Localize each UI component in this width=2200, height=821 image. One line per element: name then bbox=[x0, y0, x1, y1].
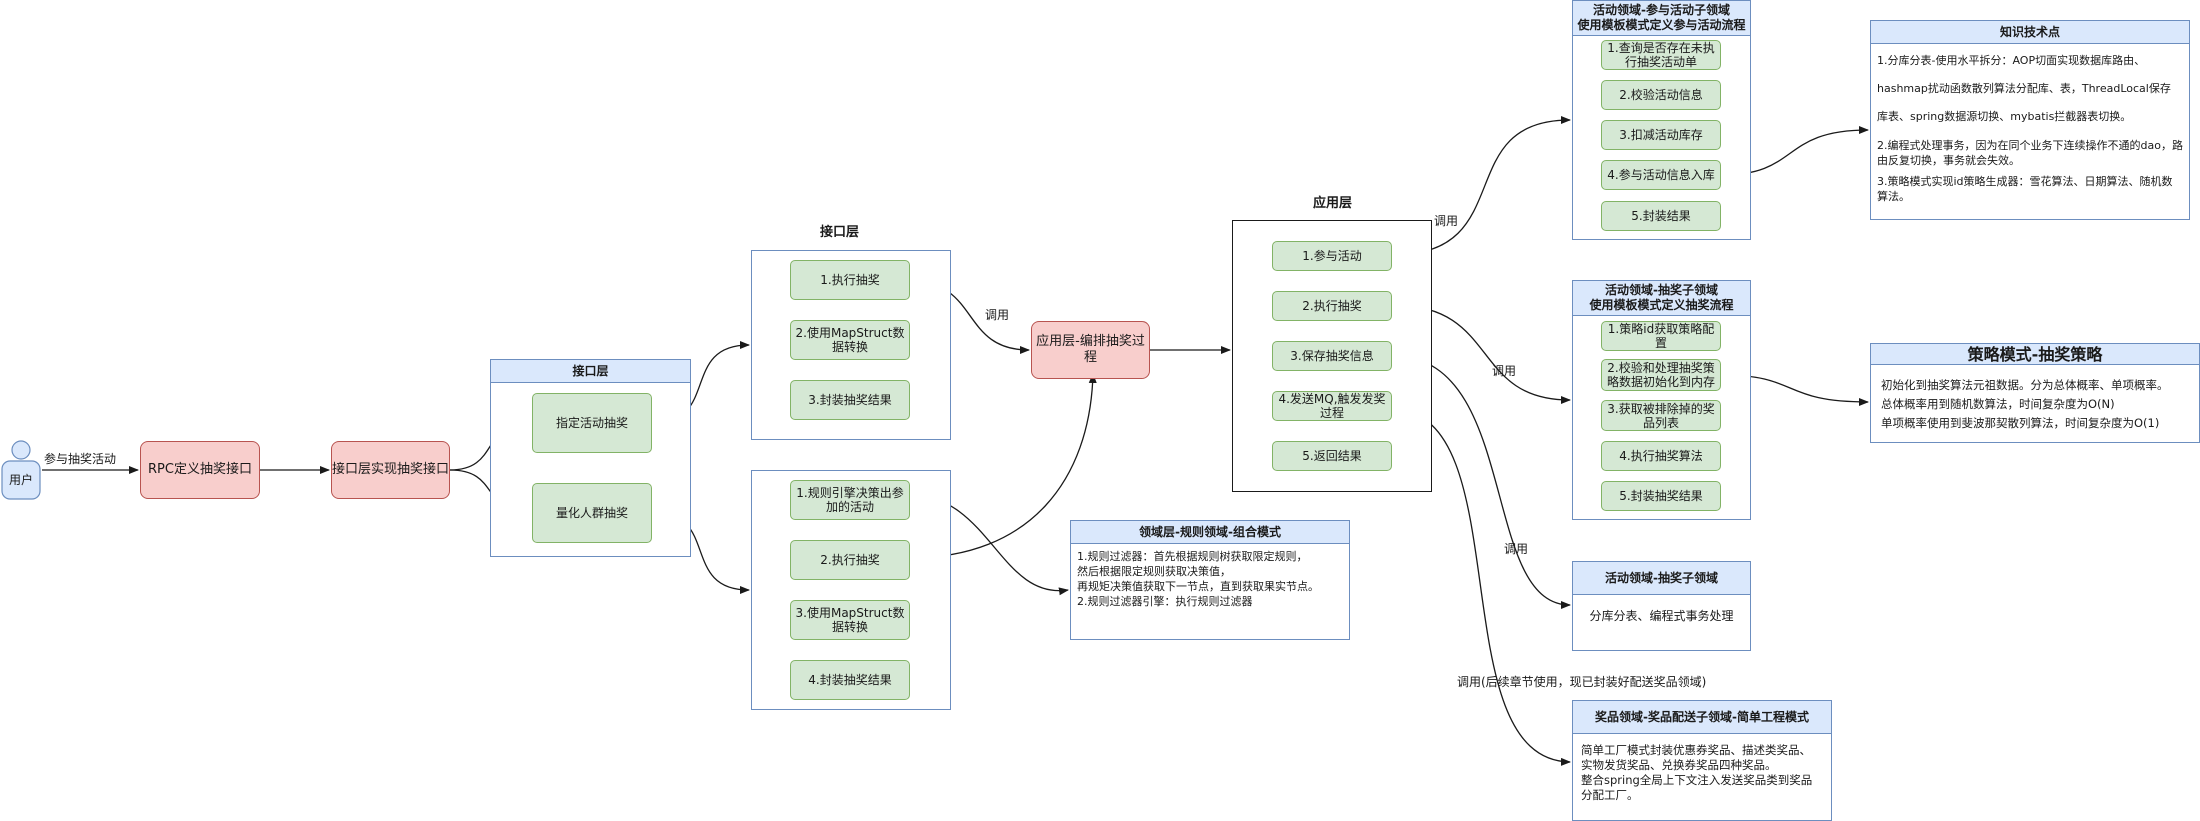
strategy-box: 策略模式-抽奖策略 初始化到抽奖算法元祖数据。分为总体概率、单项概率。 总体概率… bbox=[1870, 343, 2200, 443]
app-layer-heading: 应用层 bbox=[1313, 196, 1353, 211]
activity-draw-subdomain-title: 活动领域-抽奖子领域 bbox=[1573, 562, 1750, 595]
award-domain-line: 整合spring全局上下文注入发送奖品类到奖品 bbox=[1581, 773, 1813, 787]
knowledge-para-1b: hashmap扰动函数散列算法分配库、表，ThreadLocal保存 bbox=[1877, 82, 2171, 95]
interface-layer-top-heading: 接口层 bbox=[820, 225, 860, 240]
award-domain-title: 奖品领域-奖品配送子领域-简单工程模式 bbox=[1573, 701, 1831, 734]
activity-draw-title-line1: 活动领域-抽奖子领域 bbox=[1605, 283, 1718, 297]
knowledge-para-1c: 库表、spring数据源切换、mybatis拦截器表切换。 bbox=[1877, 110, 2132, 123]
knowledge-para-1c-wrap: 库表、spring数据源切换、mybatis拦截器表切换。 bbox=[1877, 109, 2183, 124]
participate-step-3[interactable]: 3.扣减活动库存 bbox=[1601, 120, 1721, 150]
rule-domain-line: 再规矩决策值获取下一节点，直到获取果实节点。 bbox=[1077, 580, 1319, 593]
strategy-line: 初始化到抽奖算法元祖数据。分为总体概率、单项概率。 bbox=[1881, 378, 2169, 392]
activity-participate-title: 活动领域-参与活动子领域 使用模板模式定义参与活动流程 bbox=[1573, 1, 1750, 36]
participate-step-4[interactable]: 4.参与活动信息入库 bbox=[1601, 160, 1721, 190]
award-domain-box: 奖品领域-奖品配送子领域-简单工程模式 简单工厂模式封装优惠券奖品、描述类奖品、… bbox=[1572, 700, 1832, 821]
rule-domain-title: 领域层-规则领域-组合模式 bbox=[1071, 521, 1349, 544]
activity-draw-title-line2: 使用模板模式定义抽奖流程 bbox=[1589, 298, 1734, 312]
user-actor: 用户 bbox=[0, 438, 42, 502]
knowledge-title: 知识技术点 bbox=[1871, 21, 2189, 44]
knowledge-para-3: 3.策略模式实现id策略生成器：雪花算法、日期算法、随机数算法。 bbox=[1877, 175, 2173, 203]
user-label: 用户 bbox=[8, 473, 33, 487]
participate-step-2[interactable]: 2.校验活动信息 bbox=[1601, 80, 1721, 110]
activity-draw-subdomain-text: 分库分表、编程式事务处理 bbox=[1589, 609, 1734, 623]
edge-label-call-top: 调用 bbox=[985, 308, 1010, 322]
strategy-text: 初始化到抽奖算法元祖数据。分为总体概率、单项概率。 总体概率用到随机数算法，时间… bbox=[1871, 368, 2199, 441]
interface-layer-left-title: 接口层 bbox=[491, 360, 690, 383]
bottom-rule-engine[interactable]: 1.规则引擎决策出参加的活动 bbox=[790, 480, 910, 520]
edge-mq-award bbox=[1392, 409, 1571, 766]
activity-draw-title: 活动领域-抽奖子领域 使用模板模式定义抽奖流程 bbox=[1573, 281, 1750, 316]
rule-domain-box: 领域层-规则领域-组合模式 1.规则过滤器：首先根据规则树获取限定规则， 然后根… bbox=[1070, 520, 1350, 640]
bottom-wrap-result[interactable]: 4.封装抽奖结果 bbox=[790, 660, 910, 700]
draw-step-3[interactable]: 3.获取被排除掉的奖品列表 bbox=[1601, 400, 1721, 431]
interface-layer-left: 接口层 bbox=[490, 359, 691, 557]
edge-participate-domain bbox=[1392, 116, 1571, 256]
edge-label-participate: 参与抽奖活动 bbox=[44, 452, 117, 466]
edge-label-call-draw: 调用 bbox=[1492, 364, 1517, 378]
app-exec-draw[interactable]: 2.执行抽奖 bbox=[1272, 291, 1392, 321]
app-participate[interactable]: 1.参与活动 bbox=[1272, 241, 1392, 271]
app-save-info[interactable]: 3.保存抽奖信息 bbox=[1272, 341, 1392, 371]
strategy-title: 策略模式-抽奖策略 bbox=[1871, 344, 2199, 365]
app-send-mq[interactable]: 4.发送MQ,触发发奖过程 bbox=[1272, 391, 1392, 421]
award-domain-line: 分配工厂。 bbox=[1581, 788, 1639, 802]
app-layer-orchestration-node[interactable]: 应用层-编排抽奖过程 bbox=[1031, 321, 1150, 379]
top-wrap-result[interactable]: 3.封装抽奖结果 bbox=[790, 380, 910, 420]
rule-domain-line: 然后根据限定规则获取决策值， bbox=[1077, 565, 1231, 578]
rule-domain-text: 1.规则过滤器：首先根据规则树获取限定规则， 然后根据限定规则获取决策值， 再规… bbox=[1071, 543, 1349, 615]
edge-bottom-exec-app bbox=[909, 373, 1097, 559]
knowledge-para-1a: 1.分库分表-使用水平拆分：AOP切面实现数据库路由、 bbox=[1877, 54, 2146, 67]
strategy-line: 总体概率用到随机数算法，时间复杂度为O(N) bbox=[1881, 397, 2115, 411]
activity-participate-title-line2: 使用模板模式定义参与活动流程 bbox=[1577, 18, 1746, 32]
rule-domain-line: 2.规则过滤器引擎：执行规则过滤器 bbox=[1077, 595, 1253, 608]
edge-label-call-award: 调用(后续章节使用，现已封装好配送奖品领域) bbox=[1457, 675, 1707, 689]
top-exec-draw[interactable]: 1.执行抽奖 bbox=[790, 260, 910, 300]
draw-step-2[interactable]: 2.校验和处理抽奖策略数据初始化到内存 bbox=[1601, 359, 1721, 391]
award-domain-text: 简单工厂模式封装优惠券奖品、描述类奖品、 实物发货奖品、兑换券奖品四种奖品。 整… bbox=[1573, 739, 1831, 807]
bottom-exec-draw[interactable]: 2.执行抽奖 bbox=[790, 540, 910, 580]
top-mapstruct[interactable]: 2.使用MapStruct数据转换 bbox=[790, 320, 910, 360]
draw-step-1[interactable]: 1.策略id获取策略配置 bbox=[1601, 321, 1721, 351]
edge-label-call-sub: 调用 bbox=[1504, 542, 1529, 556]
knowledge-para-1b-wrap: hashmap扰动函数散列算法分配库、表，ThreadLocal保存 bbox=[1877, 81, 2183, 96]
knowledge-para-1: 1.分库分表-使用水平拆分：AOP切面实现数据库路由、 bbox=[1877, 53, 2183, 68]
app-return-result[interactable]: 5.返回结果 bbox=[1272, 441, 1392, 471]
draw-step-4[interactable]: 4.执行抽奖算法 bbox=[1601, 441, 1721, 471]
user-icon bbox=[1, 440, 41, 500]
knowledge-para-2: 2.编程式处理事务，因为在同个业务下连续操作不通的dao，路由反复切换，事务就会… bbox=[1877, 139, 2183, 167]
edge-save-sub bbox=[1392, 355, 1571, 609]
activity-participate-title-line1: 活动领域-参与活动子领域 bbox=[1593, 3, 1730, 17]
participate-step-5[interactable]: 5.封装结果 bbox=[1601, 201, 1721, 231]
interface-impl-node[interactable]: 接口层实现抽奖接口 bbox=[331, 441, 450, 499]
rpc-interface-node[interactable]: RPC定义抽奖接口 bbox=[140, 441, 260, 499]
activity-draw-subdomain: 活动领域-抽奖子领域 分库分表、编程式事务处理 bbox=[1572, 561, 1751, 651]
bottom-mapstruct[interactable]: 3.使用MapStruct数据转换 bbox=[790, 600, 910, 640]
rule-domain-line: 1.规则过滤器：首先根据规则树获取限定规则， bbox=[1077, 550, 1308, 563]
award-domain-line: 实物发货奖品、兑换券奖品四种奖品。 bbox=[1581, 758, 1777, 772]
strategy-line: 单项概率使用到斐波那契散列算法，时间复杂度为O(1) bbox=[1881, 416, 2160, 430]
knowledge-text: 1.分库分表-使用水平拆分：AOP切面实现数据库路由、 hashmap扰动函数散… bbox=[1871, 47, 2189, 216]
specified-activity-draw[interactable]: 指定活动抽奖 bbox=[532, 393, 652, 453]
knowledge-box: 知识技术点 1.分库分表-使用水平拆分：AOP切面实现数据库路由、 hashma… bbox=[1870, 20, 2190, 220]
quantified-crowd-draw[interactable]: 量化人群抽奖 bbox=[532, 483, 652, 543]
draw-step-5[interactable]: 5.封装抽奖结果 bbox=[1601, 481, 1721, 511]
participate-step-1[interactable]: 1.查询是否存在未执行抽奖活动单 bbox=[1601, 40, 1721, 70]
award-domain-line: 简单工厂模式封装优惠券奖品、描述类奖品、 bbox=[1581, 743, 1811, 757]
edge-label-call-participate: 调用 bbox=[1434, 214, 1459, 228]
